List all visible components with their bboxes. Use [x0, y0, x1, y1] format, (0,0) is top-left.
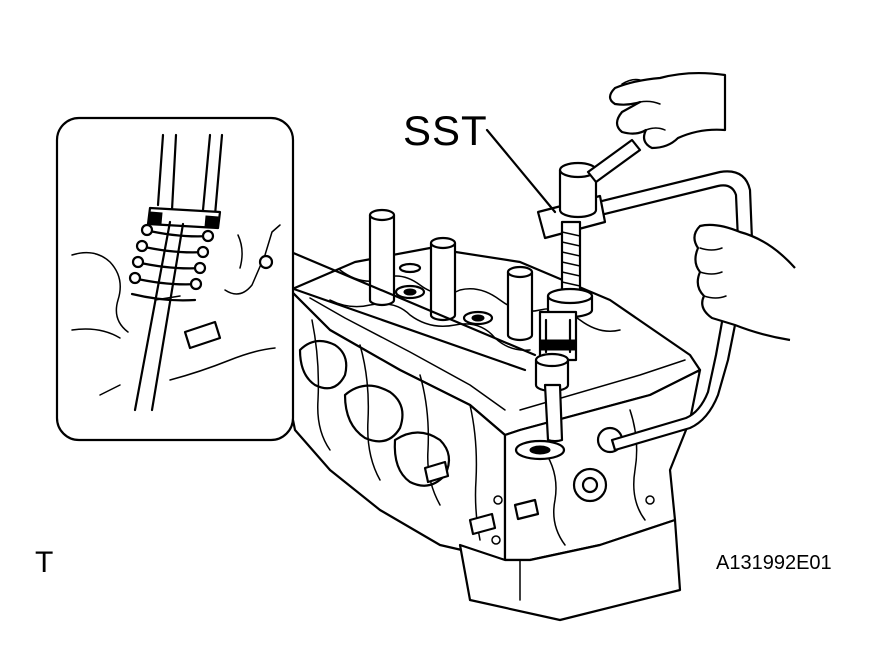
figure-id-label: A131992E01	[716, 552, 832, 574]
hand-icon	[693, 223, 796, 342]
valve-spring-compressor-icon	[514, 138, 754, 461]
sst-leader-line	[485, 128, 557, 214]
inset-leader-line	[289, 286, 527, 372]
sst-callout-label: SST	[403, 107, 488, 154]
valve-stem-icon	[368, 208, 534, 342]
corner-mark-label: T	[35, 546, 54, 579]
hand-icon	[608, 72, 727, 150]
inset-leader-line	[289, 250, 537, 357]
cylinder-head-icon	[283, 246, 702, 622]
magnified-inset-icon	[55, 116, 295, 442]
